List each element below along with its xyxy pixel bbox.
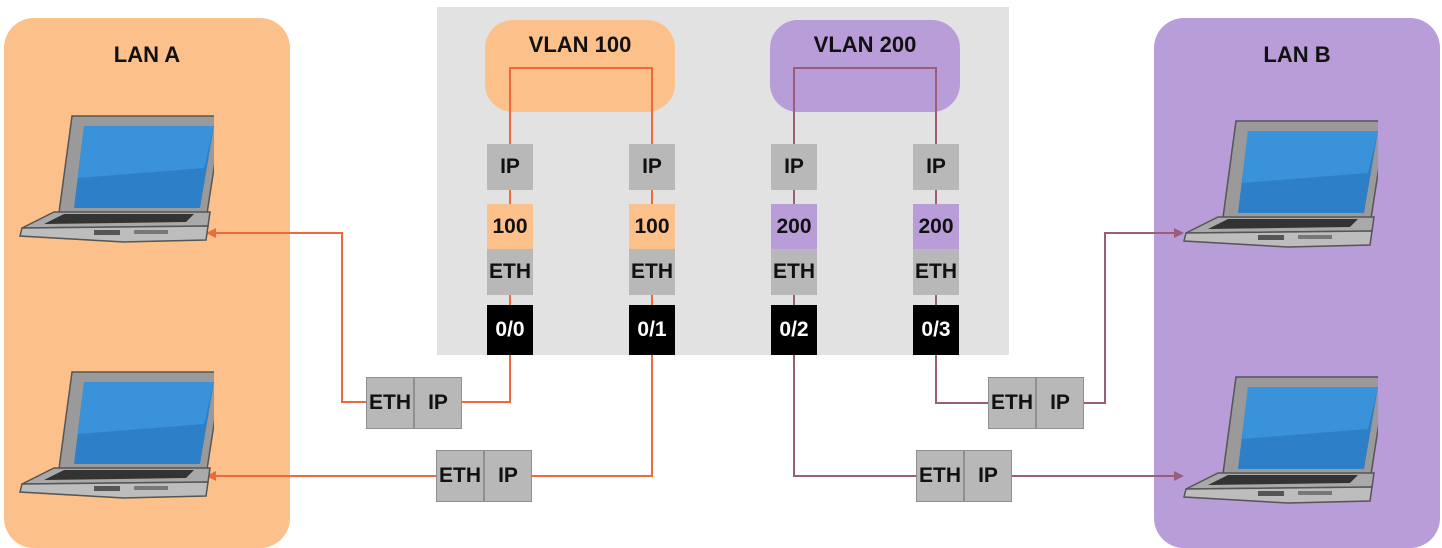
packet-lan-b-bottom: ETH IP — [916, 450, 1012, 502]
packet-ip: IP — [414, 377, 462, 429]
packet-lan-a-top: ETH IP — [366, 377, 462, 429]
port-label: 0/3 — [913, 305, 959, 355]
lan-a-title: LAN A — [113, 42, 181, 67]
laptop-a1-link — [206, 228, 366, 403]
vlan-tag: 100 — [487, 204, 533, 250]
port-0-3-link — [935, 355, 988, 404]
packet-lan-b-top: ETH IP — [988, 377, 1084, 429]
laptop-graphic — [1183, 376, 1387, 504]
laptop-graphic — [19, 115, 223, 243]
vlan-100-box: VLAN 100 — [485, 20, 675, 112]
packet-ip: IP — [964, 450, 1012, 502]
packet-eth: ETH — [366, 377, 414, 429]
laptop-icon — [1178, 364, 1387, 514]
packet-ip: IP — [1036, 377, 1084, 429]
port-0-0-link — [462, 355, 511, 403]
eth-layer: ETH — [629, 249, 675, 295]
port-0-1-link — [532, 355, 653, 477]
ip-layer: IP — [771, 144, 817, 190]
ip-layer: IP — [487, 144, 533, 190]
packet-ip: IP — [484, 450, 532, 502]
laptop-icon — [14, 108, 223, 248]
vlan-tag: 200 — [913, 204, 959, 250]
port-0-2-link — [793, 355, 916, 477]
laptop-graphic — [1183, 120, 1387, 248]
packet-eth: ETH — [988, 377, 1036, 429]
laptop-graphic — [19, 371, 223, 499]
vlan-tag: 200 — [771, 204, 817, 250]
ip-layer: IP — [913, 144, 959, 190]
laptop-b1-link — [1083, 228, 1184, 404]
eth-layer: ETH — [913, 249, 959, 295]
packet-eth: ETH — [436, 450, 484, 502]
packet-eth: ETH — [916, 450, 964, 502]
vlan-200-box: VLAN 200 — [770, 20, 960, 112]
laptop-icon — [1178, 108, 1387, 258]
vlan-100-lines — [206, 67, 653, 481]
eth-layer: ETH — [771, 249, 817, 295]
port-label: 0/2 — [771, 305, 817, 355]
port-label: 0/0 — [487, 305, 533, 355]
laptop-icon — [14, 364, 223, 504]
ip-layer: IP — [629, 144, 675, 190]
eth-layer: ETH — [487, 249, 533, 295]
packet-lan-a-bottom: ETH IP — [436, 450, 532, 502]
port-label: 0/1 — [629, 305, 675, 355]
vlan-200-lines — [793, 67, 1184, 481]
vlan-200-bridge-line — [793, 67, 937, 144]
vlan-100-bridge-line — [509, 67, 653, 144]
vlan-tag: 100 — [629, 204, 675, 250]
lan-b-title: LAN B — [1263, 42, 1331, 67]
